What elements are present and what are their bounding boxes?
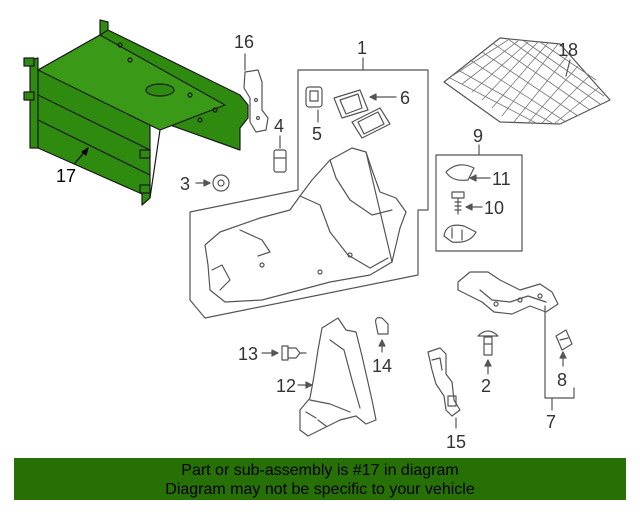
arrow-12 xyxy=(305,381,313,389)
callout-4: 4 xyxy=(274,116,284,136)
part-4-clip[interactable] xyxy=(273,149,287,173)
callout-5: 5 xyxy=(312,124,322,144)
arrow-11 xyxy=(469,174,477,182)
part-13-push-pin[interactable] xyxy=(281,345,307,361)
part-1-outline xyxy=(189,69,429,319)
callout-15: 15 xyxy=(446,432,466,452)
callout-10: 10 xyxy=(484,198,504,218)
part-14-clip[interactable] xyxy=(375,317,389,335)
callout-9: 9 xyxy=(473,126,483,146)
arrow-14 xyxy=(378,339,386,347)
notice-line-2: Diagram may not be specific to your vehi… xyxy=(165,481,475,498)
part-18-cargo-net[interactable] xyxy=(443,37,611,125)
part-5-grommet[interactable] xyxy=(305,86,323,108)
part-10-bolt[interactable] xyxy=(451,191,465,215)
arrow-6 xyxy=(369,93,377,101)
callout-16: 16 xyxy=(234,32,254,52)
callout-13: 13 xyxy=(238,344,258,364)
part-12-panel[interactable] xyxy=(299,317,377,437)
leader-18 xyxy=(565,59,571,77)
part-2-clip[interactable] xyxy=(477,330,499,356)
arrow-10 xyxy=(465,203,473,211)
leader-7 xyxy=(544,305,575,399)
parts-diagram: 1 2 3 4 5 6 7 8 9 10 11 12 13 14 15 16 1… xyxy=(23,19,611,452)
callout-3: 3 xyxy=(180,174,190,194)
arrow-13 xyxy=(271,349,279,357)
part-17-assembly[interactable] xyxy=(23,19,249,206)
part-7-bracket[interactable] xyxy=(457,271,559,315)
part-11-cap[interactable] xyxy=(445,164,475,181)
callout-17: 17 xyxy=(56,166,76,186)
arrow-2 xyxy=(484,359,492,367)
notice-line-1: Part or sub-assembly is #17 in diagram xyxy=(181,462,459,479)
callout-12: 12 xyxy=(276,376,296,396)
part-16-bracket[interactable] xyxy=(243,69,269,133)
part-8-clip[interactable] xyxy=(555,329,573,351)
callout-2: 2 xyxy=(481,376,491,396)
notice-banner: Part or sub-assembly is #17 in diagram D… xyxy=(14,458,626,500)
callout-7: 7 xyxy=(546,412,556,432)
part-6-cover[interactable] xyxy=(333,89,391,139)
part-15-bracket[interactable] xyxy=(427,347,461,417)
arrow-8 xyxy=(559,351,567,359)
callout-6: 6 xyxy=(400,88,410,108)
part-9-nut[interactable] xyxy=(443,224,477,243)
callout-14: 14 xyxy=(372,356,392,376)
callout-1: 1 xyxy=(357,38,367,58)
part-3-washer[interactable] xyxy=(212,174,230,192)
callout-8: 8 xyxy=(557,370,567,390)
arrow-17 xyxy=(81,147,89,156)
part-1-trim-panel[interactable] xyxy=(204,147,407,303)
callout-18: 18 xyxy=(558,40,578,60)
callout-11: 11 xyxy=(492,169,511,189)
arrow-3 xyxy=(203,179,211,187)
